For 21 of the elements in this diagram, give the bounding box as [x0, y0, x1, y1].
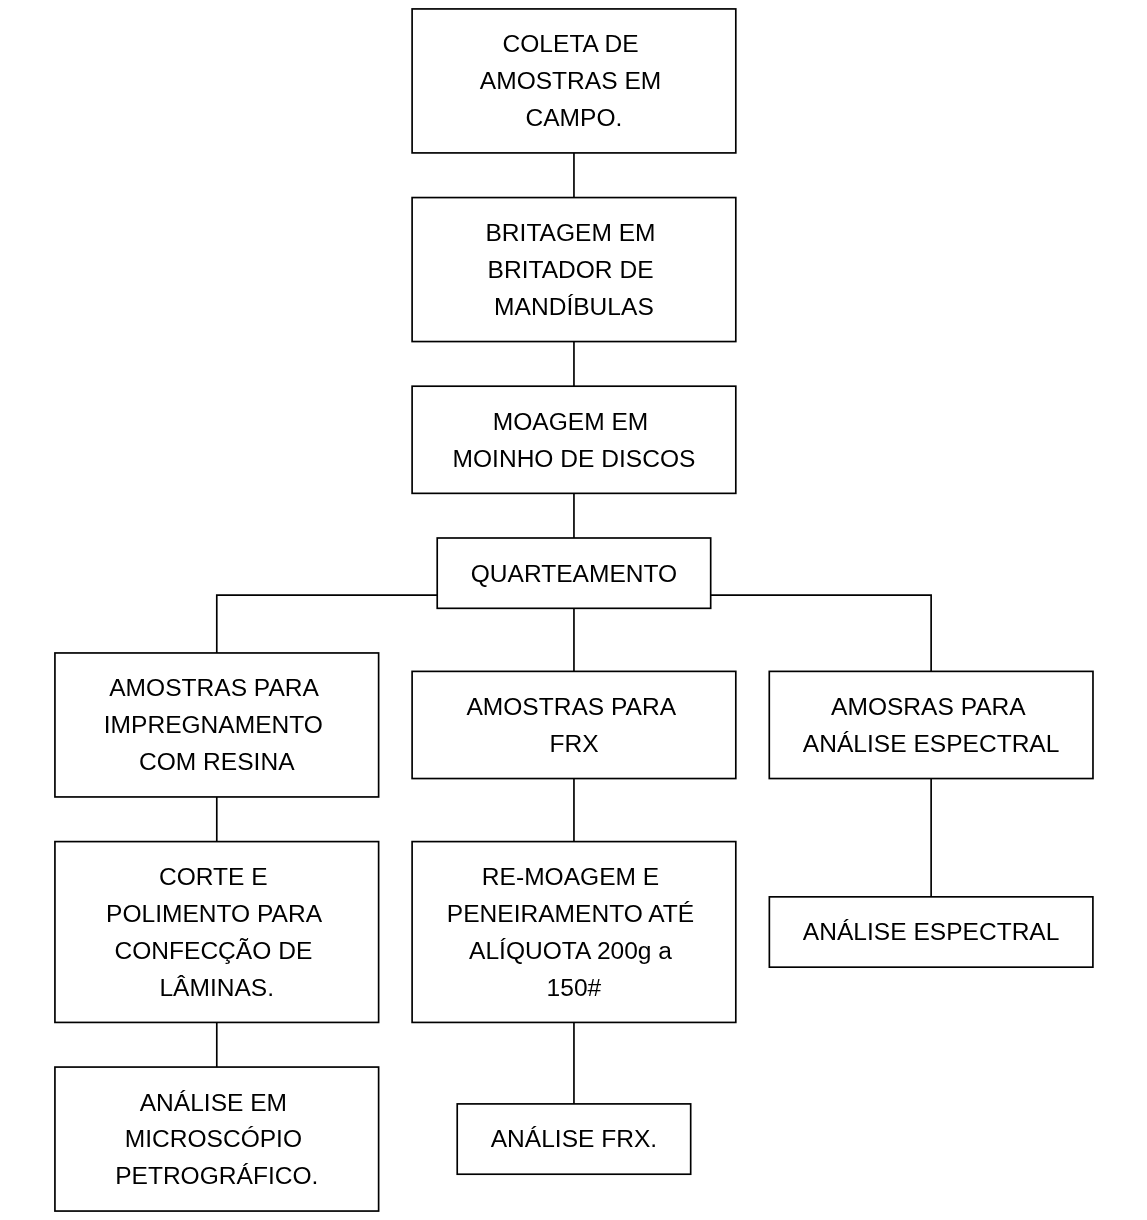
connector [572, 340, 575, 388]
node-box: AMOSRAS PARA ANÁLISE ESPECTRAL [768, 670, 1094, 780]
connector [929, 777, 932, 898]
node-box: BRITAGEM EM BRITADOR DE MANDÍBULAS [410, 196, 737, 343]
node-box: ANÁLISE FRX. [455, 1103, 692, 1176]
node-box: ANÁLISE ESPECTRAL [768, 896, 1094, 968]
node-box: RE-MOAGEM E PENEIRAMENTO ATÉ ALÍQUOTA 200g a 150# [410, 840, 737, 1024]
node-box: COLETA DE AMOSTRAS EM CAMPO. [410, 8, 737, 154]
connector [215, 796, 218, 843]
connector [572, 492, 575, 539]
node-box: ANÁLISE EM MICROSCÓPIO PETROGRÁFICO. [53, 1066, 379, 1212]
connector [572, 1021, 575, 1105]
connector [572, 777, 575, 843]
connector [215, 1021, 218, 1068]
node-box: AMOSTRAS PARA IMPREGNAMENTO COM RESINA [53, 652, 379, 798]
node-box: AMOSTRAS PARA FRX [410, 670, 737, 780]
node-box: QUARTEAMENTO [435, 537, 712, 610]
node-box: MOAGEM EM MOINHO DE DISCOS [410, 385, 737, 495]
node-box: CORTE E POLIMENTO PARA CONFECÇÃO DE LÂMINAS. [53, 840, 379, 1024]
connector [572, 607, 575, 673]
connector [572, 152, 575, 199]
